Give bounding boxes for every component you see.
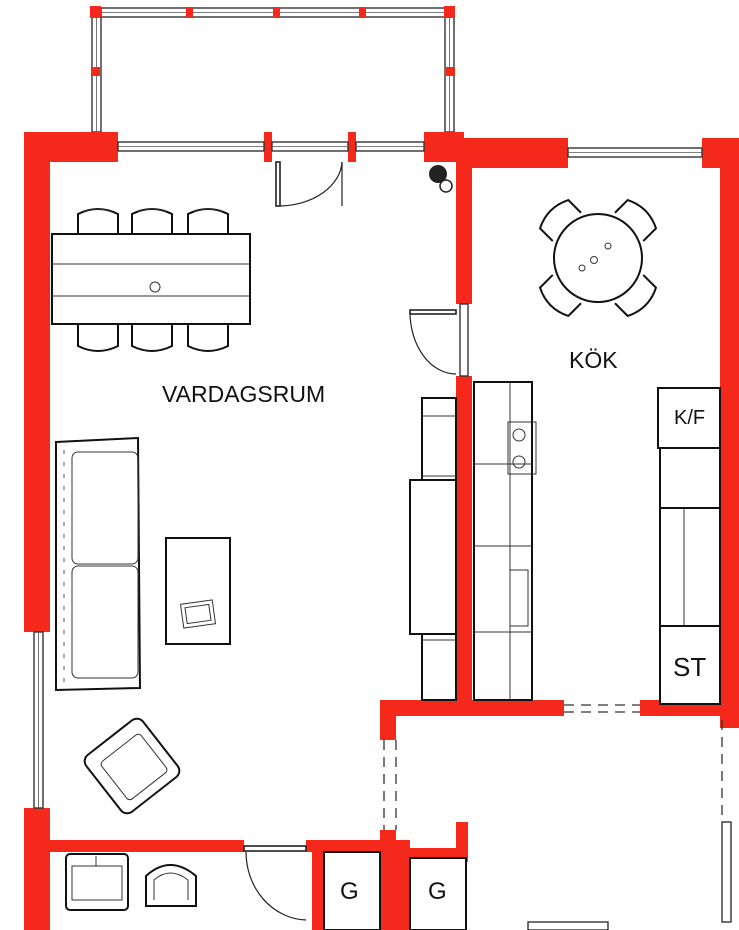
- fridge-freezer-label: K/F: [674, 407, 705, 429]
- media-unit: [409, 397, 457, 701]
- entry-bench: [65, 853, 129, 911]
- entry-chair: [145, 864, 197, 907]
- walls: [24, 132, 739, 930]
- balcony-post: [186, 7, 193, 18]
- stove: [659, 625, 721, 705]
- hall-door: [243, 845, 307, 921]
- kitchen-counter-right: [657, 387, 721, 705]
- kitchen-chair: [614, 274, 658, 318]
- tv-cabinet: [409, 479, 457, 635]
- window: [527, 921, 609, 930]
- windows: [33, 141, 732, 930]
- closet-2: [409, 857, 467, 930]
- sink: [509, 569, 529, 627]
- dining-chair: [187, 324, 229, 352]
- balcony-post: [91, 67, 100, 76]
- dining-chair: [77, 208, 119, 236]
- cooktop: [507, 421, 537, 475]
- armchair: [83, 717, 181, 815]
- balcony-post: [444, 6, 455, 18]
- dishwasher-cabinet: [659, 507, 721, 627]
- table-vase: [149, 281, 161, 293]
- kitchen-door: [409, 303, 469, 377]
- balcony-post: [446, 67, 455, 76]
- closet-1: [323, 851, 381, 930]
- coffee-table: [165, 537, 231, 645]
- tray: [179, 599, 217, 629]
- dining-table: [51, 233, 251, 325]
- fridge-freezer: [657, 387, 721, 449]
- doors: [243, 161, 723, 921]
- balcony: [90, 6, 455, 133]
- kitchen-chair: [614, 198, 658, 242]
- kitchen-chair: [538, 198, 582, 242]
- window: [721, 821, 732, 923]
- balcony-post: [359, 7, 366, 18]
- dining-chair: [187, 208, 229, 236]
- balcony-door: [275, 161, 343, 207]
- room-label-living: VARDAGSRUM: [162, 381, 325, 407]
- kitchen-chair: [538, 274, 582, 318]
- balcony-post: [273, 7, 280, 18]
- dining-chair: [131, 208, 173, 236]
- balcony-post: [90, 6, 101, 18]
- dining-chair: [77, 324, 119, 352]
- sofa: [55, 436, 142, 692]
- sofa-cushion: [71, 451, 139, 565]
- closet-1-label: G: [340, 878, 359, 905]
- dining-set: [51, 208, 251, 352]
- plant: [429, 165, 453, 193]
- kitchen-dining-set: [538, 198, 658, 318]
- stove-label: ST: [673, 652, 706, 682]
- kitchen-counter-left: [473, 381, 537, 701]
- closet-2-label: G: [428, 878, 447, 905]
- room-label-kitchen: KÖK: [569, 347, 618, 373]
- round-table: [553, 213, 643, 303]
- dining-chair: [131, 324, 173, 352]
- sofa-cushion: [71, 565, 139, 679]
